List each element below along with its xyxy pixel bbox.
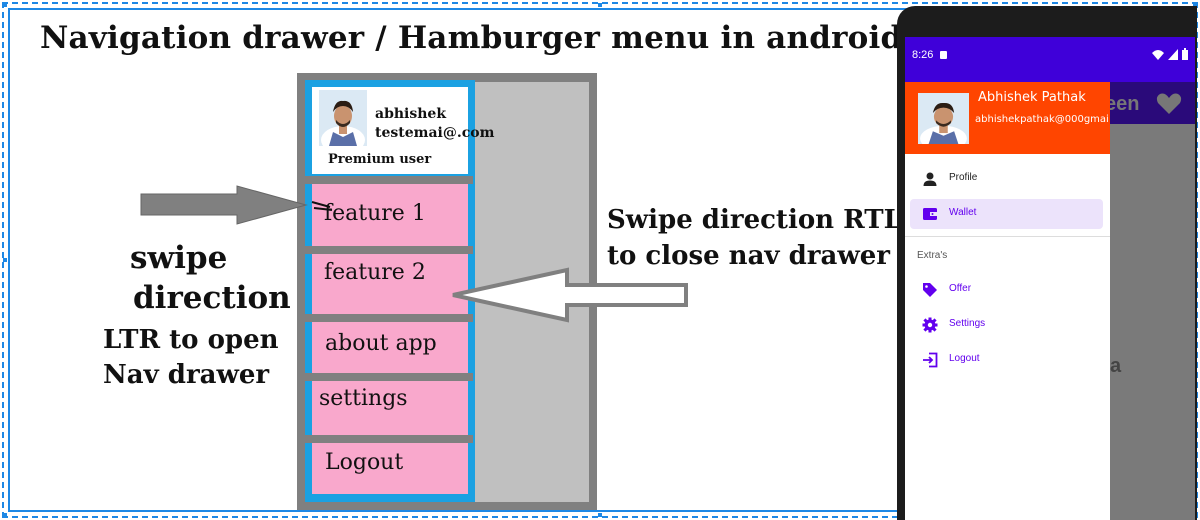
mockup-item-settings[interactable]: settings	[312, 381, 468, 435]
mockup-item-label: feature 1	[324, 201, 426, 226]
close-annotation-line1: Swipe direction RTL	[607, 205, 902, 235]
drawer-item-settings[interactable]: Settings	[910, 310, 1103, 340]
drawer-item-label: Wallet	[949, 207, 977, 218]
rtl-close-arrow	[452, 267, 688, 323]
resize-handle-top-left[interactable]	[3, 3, 7, 7]
mockup-separator	[305, 246, 473, 254]
drawer-item-label: Settings	[949, 318, 986, 329]
drawer-item-logout[interactable]: Logout	[910, 345, 1103, 375]
drawer-item-label: Logout	[949, 353, 980, 364]
mockup-item-about-app[interactable]: about app	[312, 322, 468, 373]
open-annotation-line4: Nav drawer	[103, 360, 270, 390]
wifi-icon	[1152, 50, 1164, 60]
mockup-item-label: feature 2	[324, 260, 426, 285]
status-time: 8:26	[912, 49, 934, 61]
app-bar-title-fragment: een	[1105, 93, 1140, 115]
drawer-item-label: Profile	[949, 172, 978, 183]
open-annotation-line2: direction	[133, 280, 291, 316]
background-text-fragment: a	[1110, 355, 1122, 377]
drawer-item-wallet[interactable]: Wallet	[910, 199, 1103, 229]
drawer-divider	[905, 236, 1110, 237]
drawer-subheader: Extra's	[917, 250, 948, 261]
avatar-photo-icon	[918, 93, 969, 144]
resize-handle-bottom-left[interactable]	[3, 513, 7, 517]
signal-icon	[1168, 49, 1178, 60]
status-bar	[905, 37, 1195, 82]
drawer-item-profile[interactable]: Profile	[910, 164, 1103, 194]
tag-icon	[923, 283, 937, 297]
mockup-separator	[305, 435, 473, 443]
close-annotation-line2: to close nav drawer	[607, 241, 890, 271]
mockup-item-feature-2[interactable]: feature 2	[312, 254, 468, 314]
ltr-open-arrow	[140, 185, 308, 225]
ltr-arrow-tip-mark	[311, 201, 333, 211]
mockup-user-name: abhishek	[375, 106, 447, 122]
mockup-user-status: Premium user	[328, 152, 432, 167]
drawer-avatar	[918, 93, 969, 144]
mockup-item-label: settings	[319, 386, 408, 411]
navigation-drawer	[905, 82, 1110, 520]
mockup-user-email: testemai@.com	[375, 125, 495, 141]
gear-icon	[922, 317, 938, 333]
sim-icon	[940, 51, 947, 59]
open-annotation-line1: swipe	[130, 240, 228, 276]
battery-icon	[1182, 48, 1188, 60]
drawer-user-email: abhishekpathak@000gmail.com	[975, 114, 1108, 125]
mockup-avatar	[319, 90, 367, 146]
resize-handle-bottom-center[interactable]	[598, 513, 602, 517]
heart-icon[interactable]	[1156, 93, 1182, 115]
mockup-separator	[305, 373, 473, 381]
person-icon	[923, 172, 937, 186]
status-icons	[1152, 48, 1188, 60]
resize-handle-top-right[interactable]	[1193, 3, 1197, 7]
logout-icon	[923, 352, 938, 368]
drawer-item-label: Offer	[949, 283, 972, 294]
mockup-item-logout[interactable]: Logout	[312, 443, 468, 494]
open-annotation-line3: LTR to open	[103, 325, 279, 355]
mockup-item-feature-1[interactable]: feature 1	[312, 184, 468, 246]
diagram-title: Navigation drawer / Hamburger menu in an…	[40, 20, 903, 56]
drawer-user-name: Abhishek Pathak	[978, 90, 1086, 105]
mockup-item-label: Logout	[325, 450, 404, 475]
mockup-item-label: about app	[325, 331, 437, 356]
resize-handle-middle-left[interactable]	[3, 258, 7, 262]
wallet-icon	[923, 208, 937, 220]
drawer-item-offer[interactable]: Offer	[910, 275, 1103, 305]
resize-handle-top-center[interactable]	[598, 3, 602, 7]
avatar-photo-icon	[319, 90, 367, 146]
mockup-separator	[305, 314, 473, 322]
mockup-separator	[305, 176, 473, 184]
